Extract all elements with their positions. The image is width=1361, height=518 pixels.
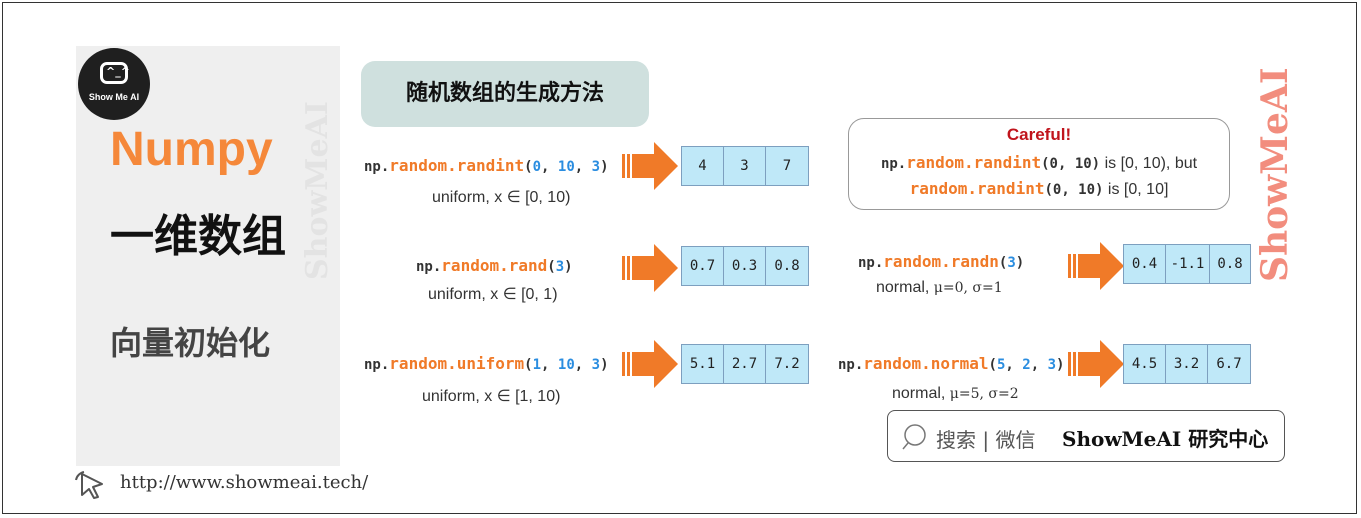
desc-normal: normal, μ=5, σ=2 <box>892 385 1019 402</box>
arrow-right-icon <box>622 142 678 190</box>
logo-eyes: ^_^ <box>106 65 130 78</box>
page-title: Numpy <box>110 123 273 176</box>
section-label: 随机数组的生成方法 <box>361 61 649 127</box>
careful-line-2: random.randint(0, 10) is [0, 10] <box>909 179 1169 198</box>
array-uniform: 5.1 2.7 7.2 <box>681 344 809 384</box>
code-normal: np.random.normal(5, 2, 3) <box>838 354 1065 373</box>
array-cell: 5.1 <box>682 345 724 383</box>
array-cell: -1.1 <box>1166 245 1210 283</box>
website-link[interactable]: http://www.showmeai.tech/ <box>120 472 369 493</box>
array-cell: 7.2 <box>774 356 800 372</box>
right-watermark: ShowMeAI <box>1254 67 1296 282</box>
desc-rand: uniform, x ∈ [0, 1) <box>428 286 558 303</box>
search-brand: ShowMeAI 研究中心 <box>1062 427 1269 451</box>
code-uniform: np.random.uniform(1, 10, 3) <box>364 354 609 373</box>
array-rand: 0.7 0.3 0.8 <box>681 246 809 286</box>
topic-heading: 向量初始化 <box>110 324 271 362</box>
array-randint: 4 3 7 <box>681 146 809 186</box>
code-rand: np.random.rand(3) <box>416 256 573 275</box>
array-cell: 0.8 <box>774 258 800 274</box>
array-cell: 7 <box>782 158 792 174</box>
array-cell: 3 <box>724 147 766 185</box>
code-randint: np.random.randint(0, 10, 3) <box>364 156 609 175</box>
cursor-click-icon <box>75 471 103 499</box>
array-cell: 0.7 <box>682 247 724 285</box>
arrow-right-icon <box>622 340 678 388</box>
careful-title: Careful! <box>1006 125 1072 144</box>
page-subtitle: 一维数组 <box>110 211 286 262</box>
array-cell: 4 <box>682 147 724 185</box>
array-cell: 3.2 <box>1166 345 1208 383</box>
array-cell: 0.4 <box>1124 245 1166 283</box>
array-cell: 0.3 <box>724 247 766 285</box>
array-cell: 6.7 <box>1216 356 1242 372</box>
array-randn: 0.4 -1.1 0.8 <box>1123 244 1251 284</box>
arrow-right-icon <box>622 244 678 292</box>
left-watermark: ShowMeAI <box>300 101 335 280</box>
robot-face-icon: ^_^ <box>100 62 130 84</box>
desc-uniform: uniform, x ∈ [1, 10) <box>422 388 561 405</box>
arrow-right-icon <box>1068 340 1124 388</box>
search-label: 搜索 | 微信 <box>936 428 1036 452</box>
array-cell: 2.7 <box>724 345 766 383</box>
wechat-search-box[interactable]: 搜索 | 微信 ShowMeAI 研究中心 <box>887 410 1285 462</box>
desc-randint: uniform, x ∈ [0, 10) <box>432 189 571 206</box>
desc-randn: normal, μ=0, σ=1 <box>876 279 1003 296</box>
showmeai-logo: ^_^ Show Me AI <box>78 48 150 120</box>
logo-text: Show Me AI <box>88 92 140 102</box>
array-cell: 4.5 <box>1124 345 1166 383</box>
search-icon <box>902 424 926 450</box>
code-randn: np.random.randn(3) <box>858 252 1025 271</box>
arrow-right-icon <box>1068 242 1124 290</box>
array-cell: 0.8 <box>1217 256 1243 272</box>
careful-note: Careful! np.random.randint(0, 10) is [0,… <box>848 118 1230 210</box>
careful-line-1: np.random.randint(0, 10) is [0, 10), but <box>880 153 1198 172</box>
array-normal: 4.5 3.2 6.7 <box>1123 344 1251 384</box>
